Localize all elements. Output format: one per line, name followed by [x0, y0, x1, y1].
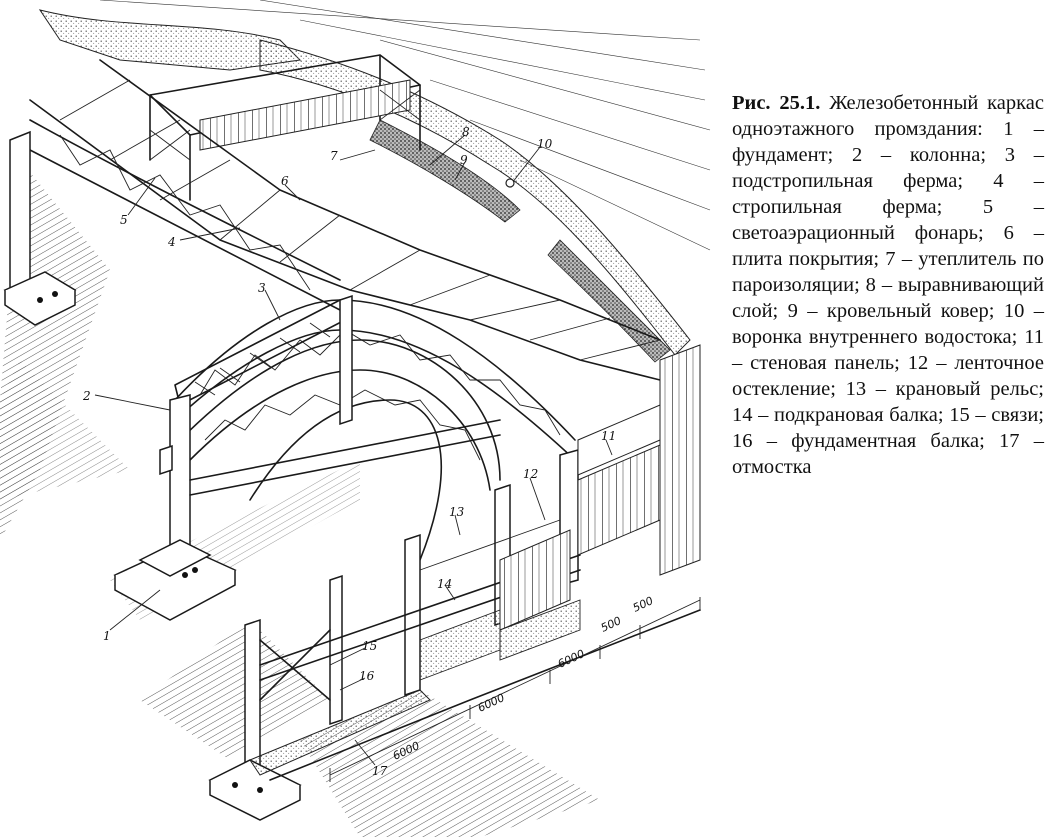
- callout-4: 4: [167, 235, 176, 249]
- figure-caption-text: Железобетонный каркас одноэтажного промз…: [732, 92, 1044, 478]
- callout-8: 8: [462, 125, 470, 139]
- bracing: [259, 629, 331, 701]
- leader-lines: [94, 134, 613, 766]
- callout-10: 10: [537, 137, 553, 151]
- callout-3: 3: [258, 281, 266, 295]
- callout-13: 13: [449, 505, 465, 519]
- dimension-500-b: 500: [631, 594, 656, 615]
- callout-2: 2: [82, 389, 91, 403]
- callout-14: 14: [437, 577, 452, 591]
- roof-truss-rear: [29, 119, 341, 311]
- drain-funnel: [505, 178, 515, 188]
- callout-12: 12: [523, 467, 538, 481]
- wall-panels: [419, 344, 701, 681]
- dimension-6000-c: 6000: [556, 647, 587, 671]
- roof-slabs: [29, 59, 661, 381]
- callout-6: 6: [281, 174, 289, 188]
- ground-hatching: [0, 160, 600, 837]
- figure-label: Рис. 25.1.: [732, 92, 821, 114]
- structural-frame-illustration: 1 2 3 4 5 6 7 8 9 10 11 12 13 14 15 16 1…: [0, 0, 711, 837]
- callout-1: 1: [103, 629, 111, 643]
- sub-truss: [174, 299, 346, 406]
- callout-5: 5: [120, 213, 128, 227]
- figure-caption: Рис. 25.1. Железобетонный каркас одноэта…: [732, 90, 1044, 480]
- callout-16: 16: [359, 669, 375, 683]
- callout-9: 9: [460, 153, 468, 167]
- foundations: [3, 271, 302, 821]
- callout-11: 11: [601, 429, 616, 443]
- dimension-lines: [329, 597, 701, 782]
- callout-numbers: 1 2 3 4 5 6 7 8 9 10 11 12 13 14 15 16 1…: [82, 125, 616, 778]
- callout-15: 15: [362, 639, 377, 653]
- callout-7: 7: [330, 149, 338, 163]
- dimension-500-a: 500: [599, 614, 624, 635]
- dimension-6000-b: 6000: [476, 691, 507, 715]
- foundation-beam: [249, 609, 701, 781]
- callout-17: 17: [372, 764, 388, 778]
